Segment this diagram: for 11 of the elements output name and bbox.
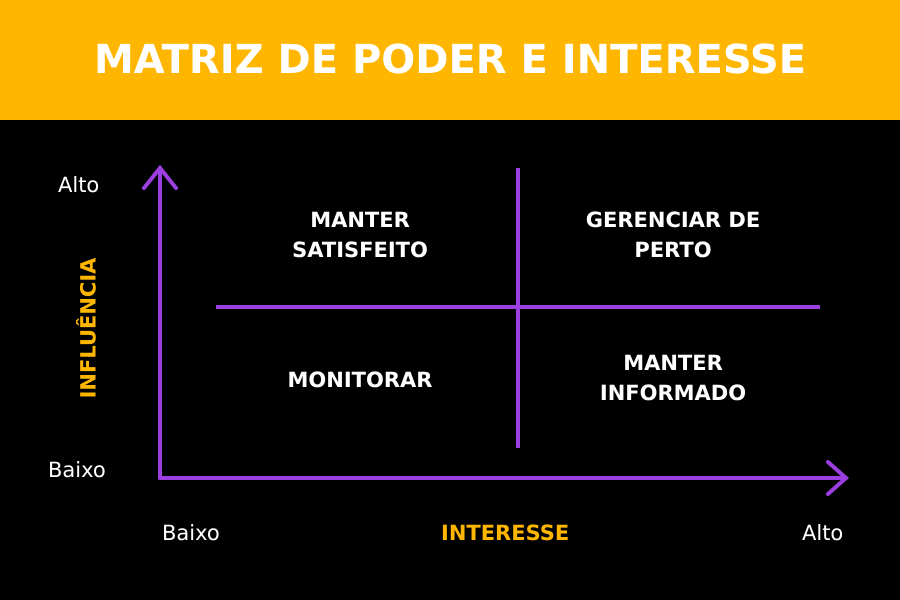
quadrant-label: GERENCIAR DE PERTO [584, 207, 762, 264]
axis-title: INFLUÊNCIA [74, 258, 101, 398]
quadrant-label: MANTER SATISFEITO [291, 207, 429, 264]
axis-tick-label: Baixo [48, 457, 106, 484]
title: MATRIZ DE PODER E INTERESSE [92, 36, 808, 85]
quadrant-label: MANTER INFORMADO [598, 350, 748, 407]
axis-title: INTERESSE [441, 520, 570, 547]
axis-tick-label: Alto [802, 520, 844, 547]
axis-tick-label: Baixo [162, 520, 220, 547]
quadrant-label: MONITORAR [286, 367, 434, 394]
axis-tick-label: Alto [58, 172, 100, 199]
